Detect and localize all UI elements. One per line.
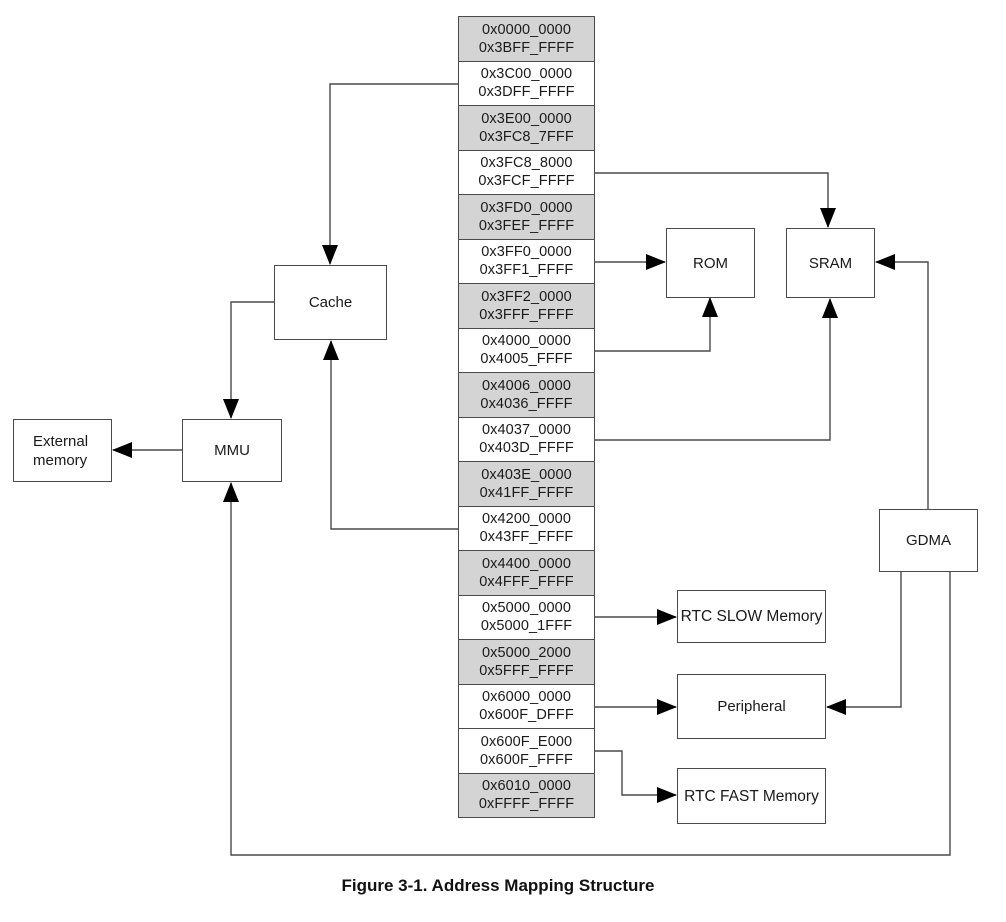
range-end: 0x3DFF_FFFF [478,84,575,101]
range-start: 0x3E00_0000 [481,110,572,127]
sram-label: SRAM [808,254,853,272]
range-start: 0x3FF0_0000 [481,244,572,261]
range-start: 0x600F_E000 [480,733,573,750]
memory-range-row: 0x4000_0000 0x4005_FFFF [459,327,594,372]
range-end: 0x3FFF_FFFF [479,306,574,323]
range-end: 0x3FEF_FFFF [478,217,575,234]
address-map-stack: 0x0000_0000 0x3BFF_FFFF 0x3C00_0000 0x3D… [458,16,595,818]
rom-box: ROM [666,228,755,298]
memory-range-row: 0x600F_E000 0x600F_FFFF [459,728,594,773]
arrow-gdma-to-sram-right [875,254,929,509]
figure-caption: Figure 3-1. Address Mapping Structure [341,876,655,895]
range-start: 0x4200_0000 [482,511,571,528]
rom-label: ROM [693,254,728,272]
external-memory-label: External memory [33,432,89,469]
arrow-range8-to-rom-bottom [595,297,718,352]
cache-box: Cache [274,265,387,340]
sram-box: SRAM [786,228,875,298]
rtc-slow-memory-box: RTC SLOW Memory [677,590,826,643]
range-end: 0x4036_FFFF [480,395,573,412]
range-start: 0x6010_0000 [482,778,571,795]
rtc-fast-memory-box: RTC FAST Memory [677,768,826,824]
range-end: 0x5FFF_FFFF [479,662,574,679]
cache-label: Cache [308,294,353,311]
range-start: 0x5000_0000 [482,600,571,617]
range-end: 0x600F_FFFF [480,751,573,768]
memory-range-row: 0x4400_0000 0x4FFF_FFFF [459,550,594,595]
gdma-box: GDMA [879,509,978,572]
range-start: 0x0000_0000 [482,21,571,38]
arrow-gdma-to-mmu-bottom [223,482,951,856]
arrow-range4-to-sram-top [595,172,836,228]
memory-range-row: 0x403E_0000 0x41FF_FFFF [459,461,594,506]
arrow-range10-to-sram-bottom [595,298,838,441]
memory-range-row: 0x6010_0000 0xFFFF_FFFF [459,772,594,817]
memory-range-row: 0x0000_0000 0x3BFF_FFFF [459,17,594,61]
range-start: 0x5000_2000 [482,644,571,661]
arrow-gdma-to-peripheral-right [826,571,902,715]
memory-range-row: 0x3C00_0000 0x3DFF_FFFF [459,60,594,105]
external-memory-box: External memory [13,419,112,482]
rtc-slow-memory-label: RTC SLOW Memory [680,608,823,625]
range-start: 0x6000_0000 [482,689,571,706]
range-start: 0x4006_0000 [482,377,571,394]
memory-range-row: 0x5000_0000 0x5000_1FFF [459,594,594,639]
peripheral-label: Peripheral [717,698,786,715]
range-end: 0x3FF1_FFFF [479,262,574,279]
range-start: 0x3FF2_0000 [481,288,572,305]
arrow-cache-to-mmu-top [223,301,274,419]
range-end: 0x3BFF_FFFF [478,39,575,56]
range-end: 0x43FF_FFFF [479,529,574,546]
memory-range-row: 0x4037_0000 0x403D_FFFF [459,416,594,461]
peripheral-box: Peripheral [677,674,826,739]
range-start: 0x4037_0000 [482,422,571,439]
arrow-range2-to-cache-top [322,83,458,265]
arrow-range17-to-rtc-fast [595,750,677,803]
range-end: 0x403D_FFFF [479,440,574,457]
memory-range-row: 0x3E00_0000 0x3FC8_7FFF [459,105,594,150]
range-start: 0x4000_0000 [482,333,571,350]
range-end: 0x4FFF_FFFF [479,573,574,590]
mmu-label: MMU [214,442,250,459]
memory-range-row: 0x4006_0000 0x4036_FFFF [459,372,594,417]
range-end: 0x4005_FFFF [480,351,573,368]
range-start: 0x3FC8_8000 [480,155,573,172]
memory-range-row: 0x4200_0000 0x43FF_FFFF [459,505,594,550]
range-end: 0x3FCF_FFFF [478,173,575,190]
range-start: 0x3C00_0000 [480,66,573,83]
range-end: 0xFFFF_FFFF [478,796,575,813]
memory-range-row: 0x5000_2000 0x5FFF_FFFF [459,639,594,684]
memory-range-row: 0x3FD0_0000 0x3FEF_FFFF [459,194,594,239]
memory-range-row: 0x3FF2_0000 0x3FFF_FFFF [459,283,594,328]
rtc-fast-memory-label: RTC FAST Memory [684,787,819,805]
range-start: 0x3FD0_0000 [480,199,573,216]
range-end: 0x5000_1FFF [480,618,573,635]
memory-range-row: 0x6000_0000 0x600F_DFFF [459,683,594,728]
range-end: 0x3FC8_7FFF [479,128,574,145]
range-end: 0x41FF_FFFF [479,484,574,501]
memory-range-row: 0x3FF0_0000 0x3FF1_FFFF [459,238,594,283]
memory-range-row: 0x3FC8_8000 0x3FCF_FFFF [459,149,594,194]
range-start: 0x4400_0000 [482,555,571,572]
range-end: 0x600F_DFFF [479,707,574,724]
gdma-label: GDMA [906,532,951,549]
arrow-range12-to-cache-bottom [323,340,458,530]
range-start: 0x403E_0000 [481,466,572,483]
mmu-box: MMU [182,419,282,482]
